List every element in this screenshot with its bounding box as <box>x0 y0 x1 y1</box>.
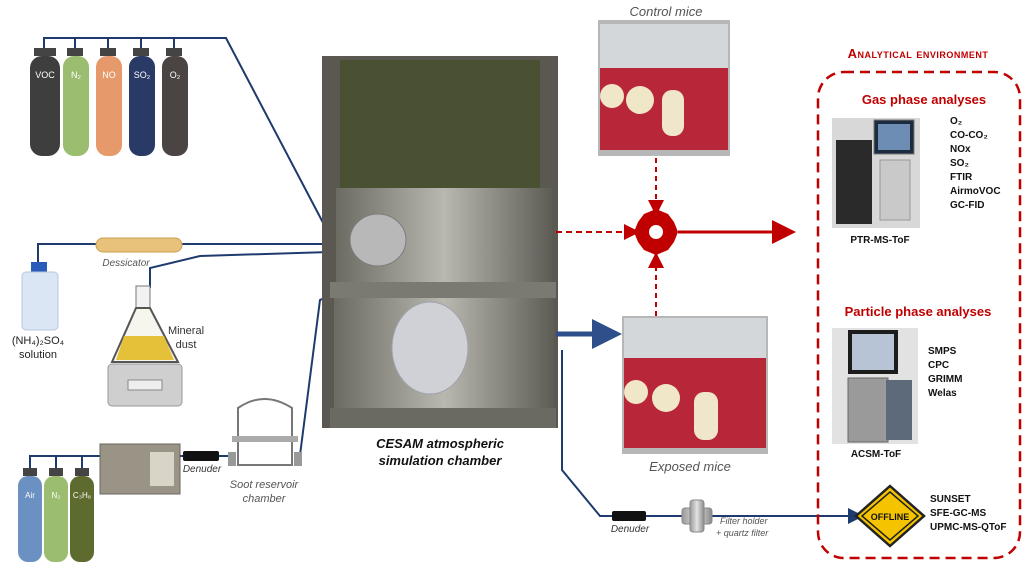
cylinder-label-voc: VOC <box>35 70 55 80</box>
gas-item: CO-CO₂ <box>950 130 988 141</box>
particle-phase-title: Particle phase analyses <box>845 304 992 319</box>
control-mice-label: Control mice <box>630 4 703 19</box>
offline-item: SFE-GC-MS <box>930 508 986 519</box>
filter-holder-icon <box>681 499 713 533</box>
cesam-chamber <box>322 56 558 428</box>
acsm-instrument <box>832 328 918 444</box>
particle-item: Welas <box>928 388 957 399</box>
cylinder-label-air: Air <box>25 491 35 500</box>
gas-item: AirmoVOC <box>950 186 1001 197</box>
gas-item: GC-FID <box>950 200 984 211</box>
denuder-left-label: Denuder <box>183 464 222 475</box>
solution-bottle <box>21 262 59 331</box>
soot-reservoir-label-2: chamber <box>243 493 287 505</box>
cylinder-label-n2: N₂ <box>71 70 81 80</box>
dessicator-label: Dessicator <box>102 258 150 269</box>
cylinder-so2 <box>129 48 155 156</box>
control-mice-box <box>598 20 730 156</box>
particle-item: SMPS <box>928 346 957 357</box>
dessicator <box>95 237 183 253</box>
pump-icon <box>634 209 678 255</box>
filter-holder-label-2: + quartz filter <box>716 528 769 538</box>
offline-sign <box>854 484 926 548</box>
soot-reservoir-label-1: Soot reservoir <box>230 479 300 491</box>
mineral-dust-label-1: Mineral <box>168 325 204 337</box>
acsm-label: ACSM-ToF <box>851 449 901 460</box>
cylinder-label-o2: O₂ <box>170 70 181 80</box>
offline-item: SUNSET <box>930 494 971 505</box>
filter-holder-label-1: Filter holder <box>720 516 769 526</box>
ptr-ms-instrument <box>832 118 920 228</box>
cylinder-label-so2: SO₂ <box>134 70 151 80</box>
chamber-caption-1: CESAM atmospheric <box>376 436 505 451</box>
analytical-environment-title: Analytical environment <box>848 46 989 61</box>
offline-item: UPMC-MS-QToF <box>930 522 1006 533</box>
bottom-cylinders <box>18 468 94 562</box>
cylinder-c3h8 <box>70 468 94 562</box>
gas-phase-title: Gas phase analyses <box>862 92 986 107</box>
solution-label-2: solution <box>19 349 57 361</box>
particle-item: CPC <box>928 360 949 371</box>
cylinder-n2 <box>63 48 89 156</box>
gas-item: O₂ <box>950 116 962 127</box>
top-cylinders <box>30 48 188 156</box>
analytical-environment-frame <box>816 70 1022 560</box>
soot-generator <box>99 443 181 495</box>
cylinder-o2 <box>162 48 188 156</box>
exposed-mice-box <box>622 316 768 454</box>
particle-item: GRIMM <box>928 374 962 385</box>
gas-item: SO₂ <box>950 158 969 169</box>
offline-sign-text: OFFLINE <box>871 512 910 522</box>
gas-item: FTIR <box>950 172 973 183</box>
soot-reservoir-chamber <box>228 398 302 466</box>
mineral-dust-flask <box>107 285 183 407</box>
gas-item: NOx <box>950 144 971 155</box>
cylinder-label-n2-bottom: N₂ <box>52 491 61 500</box>
denuder-right <box>612 511 646 521</box>
chamber-caption-2: simulation chamber <box>379 453 503 468</box>
red-flows <box>556 158 796 316</box>
cylinder-voc <box>30 48 60 156</box>
cylinder-no <box>96 48 122 156</box>
exposed-mice-label: Exposed mice <box>649 459 731 474</box>
cylinder-air <box>18 468 42 562</box>
denuder-left <box>180 451 230 461</box>
mineral-dust-label-2: dust <box>176 339 197 351</box>
cylinder-label-no: NO <box>102 70 116 80</box>
supply-lines <box>29 37 870 517</box>
solution-label-1: (NH₄)₂SO₄ <box>12 335 65 347</box>
denuder-right-label: Denuder <box>611 524 650 535</box>
cylinder-label-c3h8: C₃H₈ <box>73 491 91 500</box>
ptr-ms-label: PTR-MS-ToF <box>850 235 909 246</box>
cylinder-n2-bottom <box>44 468 68 562</box>
